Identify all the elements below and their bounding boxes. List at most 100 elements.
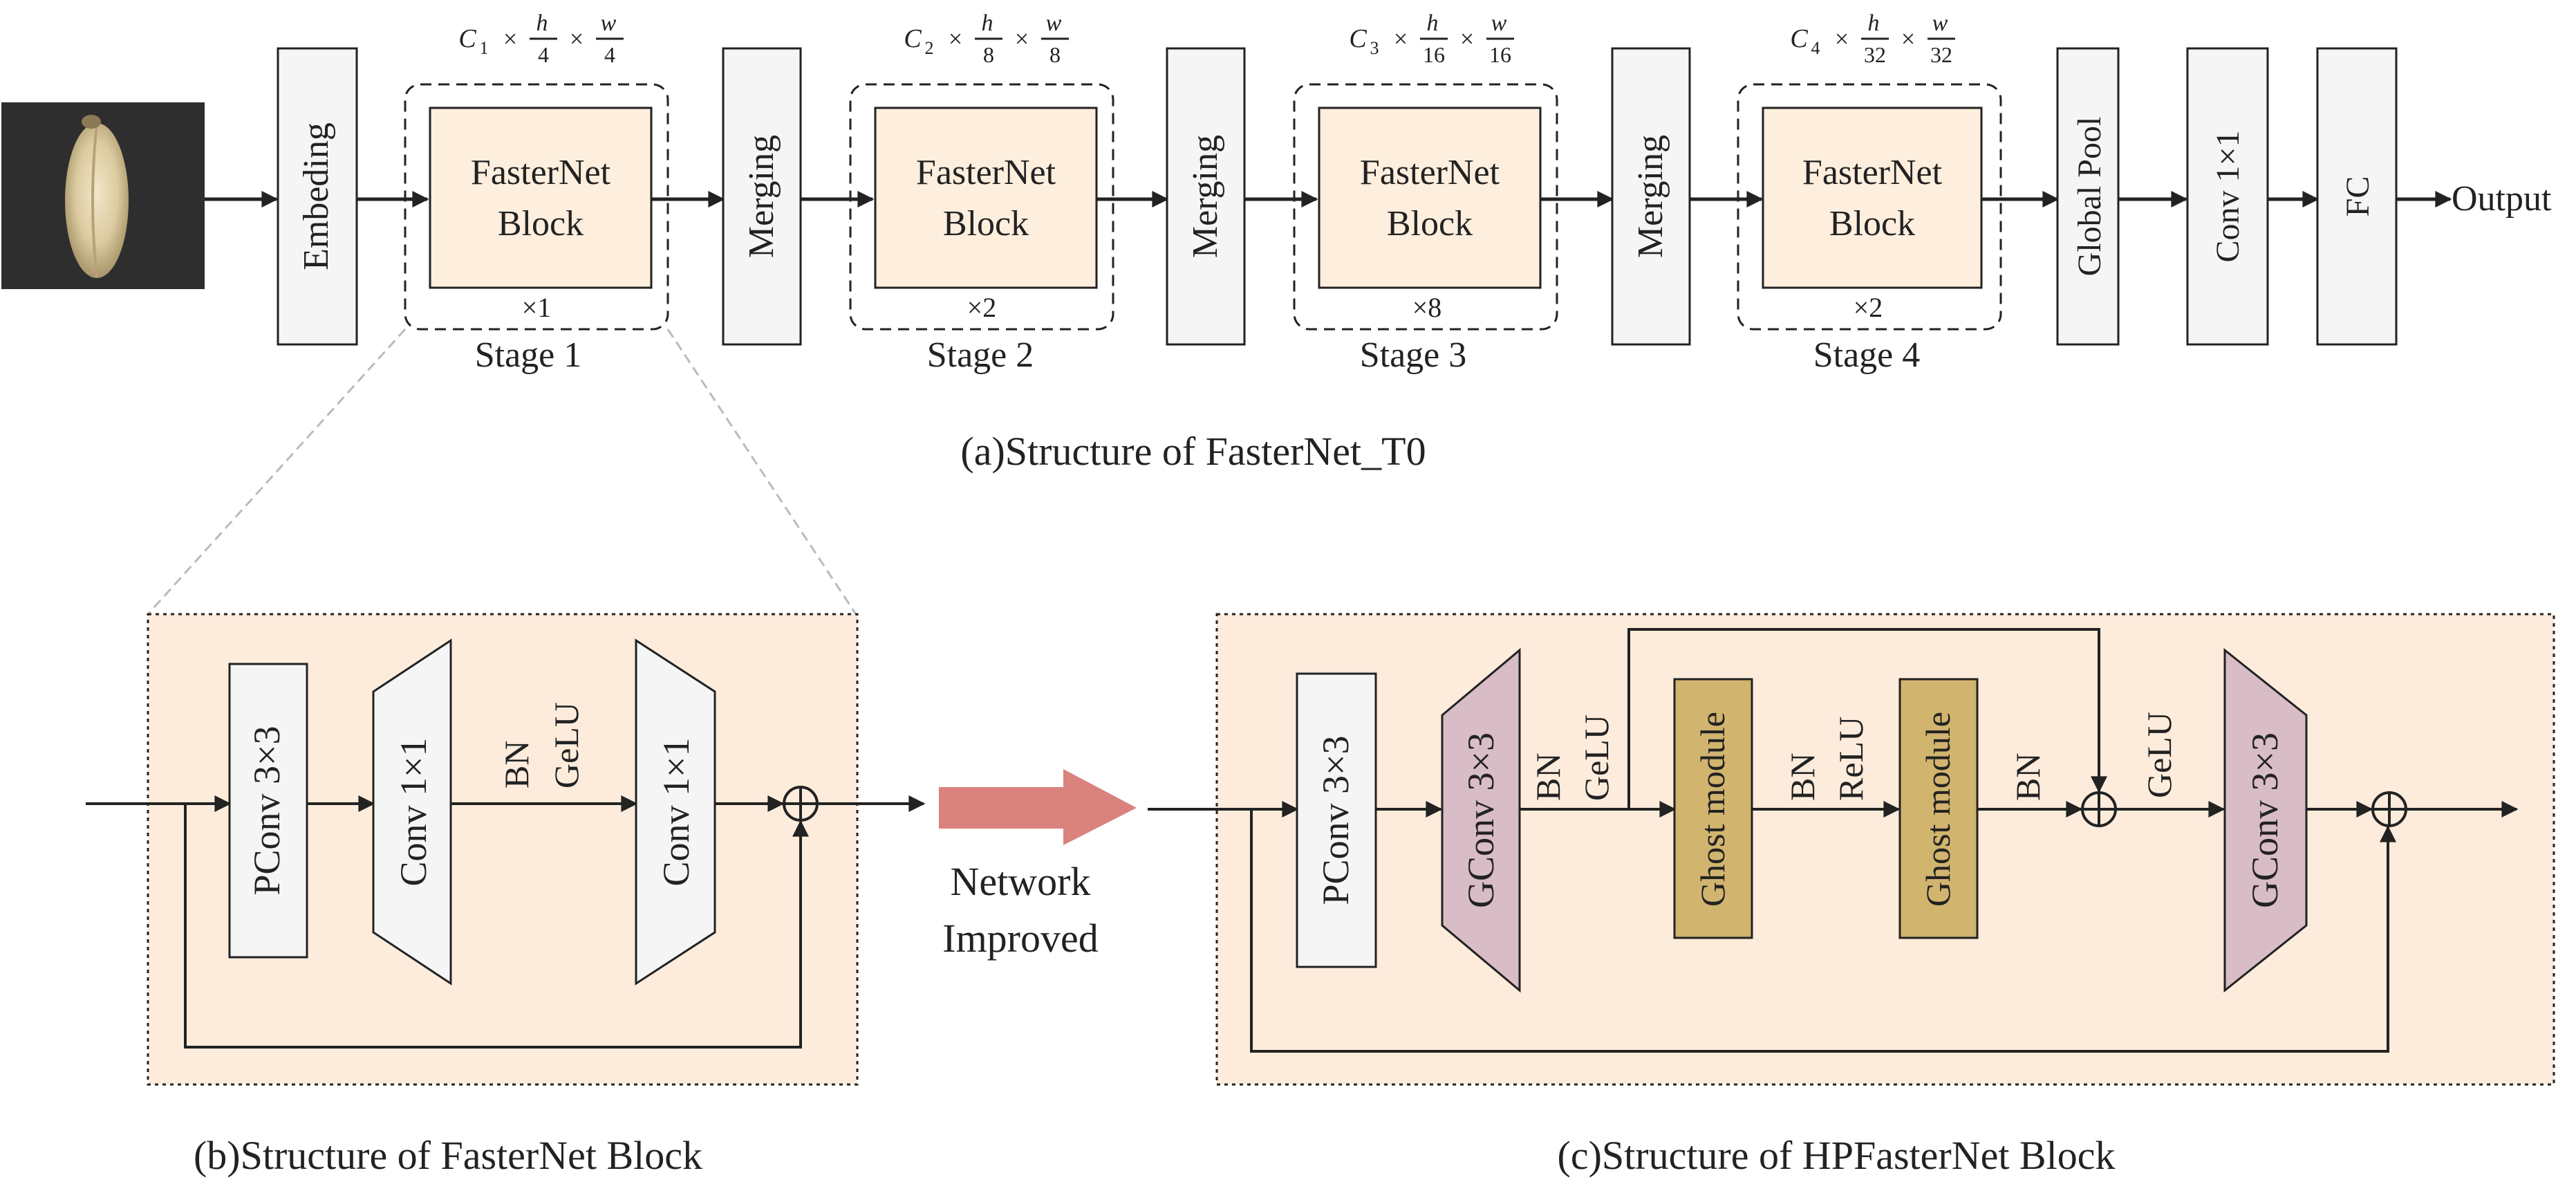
dim-times: ×	[570, 25, 584, 53]
dim-times: ×	[949, 25, 962, 53]
add-node-2	[2371, 791, 2407, 827]
global-pool-label: Global Pool	[2071, 117, 2108, 277]
hp-relu-label: ReLU	[1831, 717, 1870, 801]
dim-times: ×	[503, 25, 517, 53]
dim-h-den: 32	[1864, 42, 1886, 67]
stage-label: Stage 3	[1360, 335, 1467, 375]
fc-label: FC	[2340, 176, 2376, 217]
dim-w: w	[1932, 10, 1948, 36]
gconv-b-label: GConv 3×3	[2244, 732, 2286, 908]
dim-w: w	[601, 10, 617, 36]
gconv-b-trapezoid: GConv 3×3	[2223, 647, 2308, 993]
stage-label: Stage 2	[927, 335, 1034, 375]
stage-1: FasterNet Block ×1 Stage 1	[404, 83, 669, 375]
input-image	[1, 102, 205, 289]
conv-a-label: Conv 1×1	[393, 738, 434, 887]
block-line1: FasterNet	[1360, 153, 1500, 192]
merging-label: Merging	[742, 135, 781, 258]
conv-b-trapezoid: Conv 1×1	[635, 638, 716, 986]
dim-times: ×	[1460, 25, 1474, 53]
stage-label: Stage 4	[1813, 335, 1921, 375]
top-network: Embeding FasterNet Block ×1 Stage 1 Merg…	[1, 10, 2552, 474]
zoom-guides	[147, 328, 857, 616]
block-line1: FasterNet	[1802, 153, 1943, 192]
merging-label: Merging	[1186, 135, 1225, 258]
add-node	[783, 786, 819, 822]
ghost-module-2: Ghost module	[1898, 678, 1979, 939]
ghost2-label: Ghost module	[1919, 712, 1957, 907]
ghost-module-1: Ghost module	[1673, 678, 1753, 939]
network-improved: Network Improved	[939, 769, 1137, 961]
pconv-box: PConv 3×3	[228, 663, 308, 959]
block-line1: FasterNet	[471, 153, 611, 192]
conv-a-trapezoid: Conv 1×1	[372, 638, 452, 986]
stage-repeat: ×1	[522, 292, 552, 323]
output-label: Output	[2452, 179, 2552, 219]
embedding-label: Embeding	[297, 122, 336, 270]
stage-repeat: ×2	[1854, 292, 1883, 323]
dim-channel-sub: 3	[1370, 38, 1379, 58]
dim-times: ×	[1835, 25, 1849, 53]
pconv-label: PConv 3×3	[246, 726, 288, 895]
gconv-a-trapezoid: GConv 3×3	[1441, 647, 1521, 993]
dim-h: h	[982, 10, 993, 36]
merging-2: Merging	[1166, 47, 1246, 346]
dim-channel-sub: 1	[480, 38, 489, 58]
dim-h-den: 4	[538, 42, 549, 67]
hp-bn2-label: BN	[1783, 753, 1822, 801]
dim-w-den: 16	[1489, 42, 1511, 67]
stage-repeat: ×2	[967, 292, 997, 323]
dim-times: ×	[1394, 25, 1408, 53]
add-node-1	[2081, 791, 2117, 827]
merging-3: Merging	[1611, 47, 1691, 346]
dim-w: w	[1491, 10, 1507, 36]
conv1x1-box: Conv 1×1	[2186, 47, 2269, 346]
dim-channel: C	[1349, 24, 1367, 53]
hpfasternet-block-panel: PConv 3×3 GConv 3×3 BN GeLU Ghost module…	[1148, 613, 2555, 1178]
fasternet-block-panel: PConv 3×3 Conv 1×1 BN GeLU Conv 1×1 (b)S…	[86, 613, 926, 1178]
block-line2: Block	[1829, 204, 1915, 243]
dim-w-den: 4	[604, 42, 615, 67]
hp-gelu1-label: GeLU	[1577, 714, 1616, 801]
block-line2: Block	[1387, 204, 1473, 243]
fc-box: FC	[2316, 47, 2398, 346]
dim-times: ×	[1901, 25, 1915, 53]
dim-h: h	[536, 10, 548, 36]
ghost1-label: Ghost module	[1693, 712, 1732, 907]
dim-h: h	[1427, 10, 1439, 36]
stage-4: FasterNet Block ×2 Stage 4	[1737, 83, 2002, 375]
dim-w-den: 8	[1049, 42, 1061, 67]
dim-channel: C	[904, 24, 922, 53]
conv-b-label: Conv 1×1	[655, 738, 697, 887]
caption-a: (a)Structure of FasterNet_T0	[960, 429, 1426, 474]
improved-label: Improved	[942, 916, 1099, 961]
stage-repeat: ×8	[1412, 292, 1442, 323]
conv1x1-label: Conv 1×1	[2210, 130, 2246, 262]
dim-w: w	[1046, 10, 1062, 36]
dim-w-den: 32	[1930, 42, 1952, 67]
embedding-box: Embeding	[277, 47, 358, 346]
dim-times: ×	[1015, 25, 1029, 53]
block-line2: Block	[498, 204, 584, 243]
dim-channel: C	[1790, 24, 1808, 53]
hp-bn3-label: BN	[2008, 753, 2047, 801]
stage-2: FasterNet Block ×2 Stage 2	[849, 83, 1114, 375]
bn-label: BN	[497, 741, 536, 788]
dim-h: h	[1868, 10, 1880, 36]
global-pool-box: Global Pool	[2056, 47, 2120, 346]
caption-b: (b)Structure of FasterNet Block	[194, 1133, 702, 1178]
block-line2: Block	[943, 204, 1029, 243]
stage-3: FasterNet Block ×8 Stage 3	[1293, 83, 1558, 375]
stage-label: Stage 1	[475, 335, 582, 375]
hp-pconv-box: PConv 3×3	[1296, 672, 1377, 968]
dim-h-den: 8	[983, 42, 994, 67]
hp-bn1-label: BN	[1529, 753, 1567, 801]
caption-c: (c)Structure of HPFasterNet Block	[1558, 1133, 2116, 1178]
dim-channel-sub: 4	[1811, 38, 1820, 58]
dim-channel: C	[458, 24, 476, 53]
merging-1: Merging	[722, 47, 802, 346]
hp-gelu2-label: GeLU	[2140, 712, 2178, 798]
merging-label: Merging	[1631, 135, 1670, 258]
network-label: Network	[951, 859, 1091, 904]
